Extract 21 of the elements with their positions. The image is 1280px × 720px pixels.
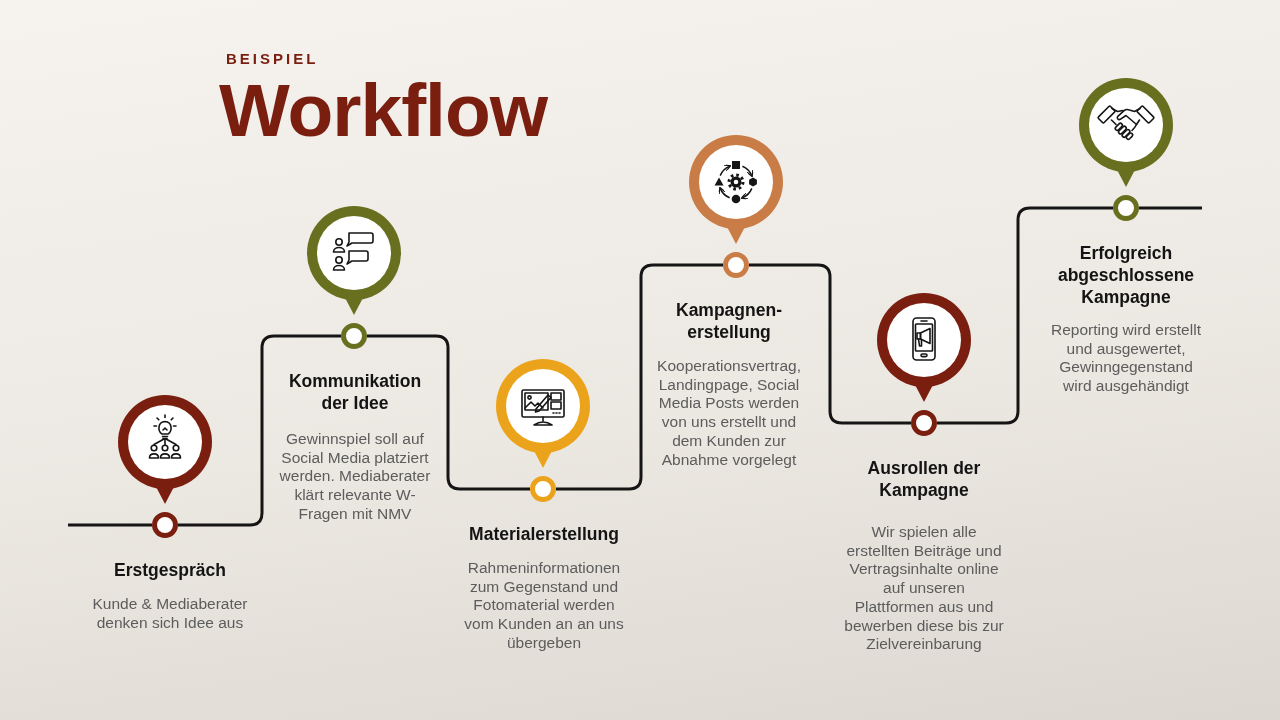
step-description: Reporting wird erstellt und ausgewertet, Gewinngegenstand wird ausgehändigt — [1050, 321, 1202, 396]
step-heading: Ausrollen der Kampagne — [866, 457, 982, 501]
connector-line — [1139, 206, 1202, 210]
step-heading: Erfolgreich abgeschlossene Kampagne — [1056, 242, 1196, 308]
connector-line — [937, 206, 1113, 425]
connector-line — [68, 523, 152, 527]
step-description: Wir spielen alle erstellten Beiträge und Vertragsinhalte online auf unseren Plattformen aus und bewerben diese bis zur Zielvereinbarung — [843, 523, 1005, 654]
page-title: Workflow — [219, 73, 548, 148]
step-heading: Kampagnen- erstellung — [675, 299, 783, 343]
step-description: Rahmeninformationen zum Gegenstand und Fotomaterial werden vom Kunden an an uns übergeben — [463, 559, 625, 653]
step-heading: Kommunikation der Idee — [287, 370, 423, 414]
step-heading: Erstgespräch — [113, 559, 227, 581]
connector-line — [749, 263, 911, 425]
connector-line — [178, 334, 341, 527]
connector-line — [367, 334, 530, 491]
eyebrow-label: BEISPIEL — [226, 51, 319, 66]
step-description: Gewinnspiel soll auf Social Media platziert werden. Mediaberater klärt relevante W- Fragen mit NMV — [278, 430, 432, 524]
step-heading: Materialerstellung — [468, 523, 620, 545]
step-description: Kunde & Mediaberater denken sich Idee aus — [91, 595, 249, 633]
step-description: Kooperationsvertrag, Landingpage, Social Media Posts werden von uns erstellt und dem Kunden zur Abnahme vorgelegt — [656, 357, 802, 470]
connector-line — [556, 263, 723, 491]
